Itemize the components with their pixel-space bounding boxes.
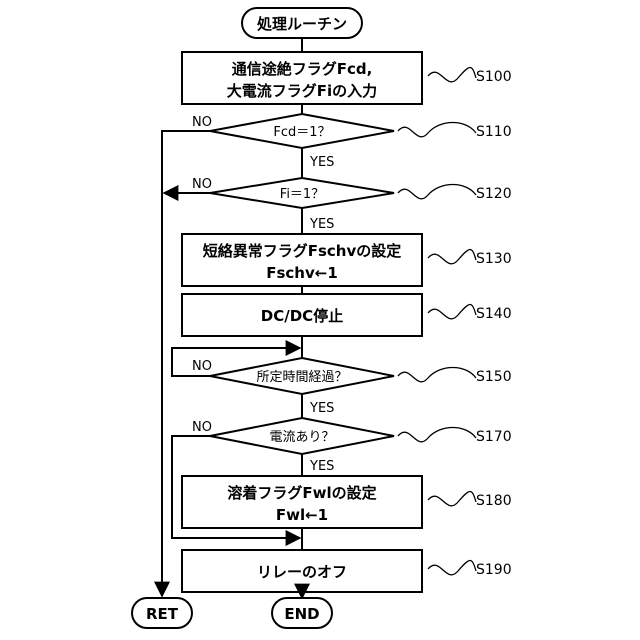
ret-label: RET	[146, 605, 179, 623]
leader-s170	[398, 428, 476, 442]
s100-line1: 通信途絶フラグFcd,	[232, 60, 373, 78]
s100-step-label: S100	[476, 69, 512, 85]
decision-s120: Fi＝1？	[210, 178, 394, 208]
decision-s110: Fcd＝1？	[210, 114, 394, 148]
decision-s150: 所定時間経過？	[210, 358, 394, 394]
leader-s130	[428, 250, 476, 264]
s170-yes-label: YES	[309, 459, 334, 474]
s170-text: 電流あり？	[269, 430, 334, 445]
s120-yes-label: YES	[309, 217, 334, 232]
s120-text: Fi＝1？	[280, 187, 324, 202]
s150-text: 所定時間経過？	[256, 370, 347, 385]
s110-yes-label: YES	[309, 155, 334, 170]
s190-text: リレーのオフ	[257, 563, 347, 581]
leader-s110	[398, 123, 476, 137]
decision-s170: 電流あり？	[210, 418, 394, 454]
leader-s100	[428, 68, 476, 82]
process-s190: リレーのオフ	[182, 550, 422, 592]
s130-line2: Fschv←1	[266, 264, 338, 282]
s130-step-label: S130	[476, 251, 512, 267]
s120-no-label: NO	[192, 177, 212, 192]
process-s130: 短絡異常フラグFschvの設定 Fschv←1	[182, 234, 422, 286]
s140-step-label: S140	[476, 306, 512, 322]
s140-text: DC/DC停止	[261, 307, 343, 325]
leader-s120	[398, 185, 476, 199]
start-terminal: 処理ルーチン	[242, 8, 362, 38]
s100-line2: 大電流フラグFiの入力	[227, 82, 377, 100]
s180-step-label: S180	[476, 493, 512, 509]
s110-no-label: NO	[192, 115, 212, 130]
s150-step-label: S150	[476, 369, 512, 385]
s170-no-label: NO	[192, 420, 212, 435]
s130-line1: 短絡異常フラグFschvの設定	[203, 242, 402, 260]
end-label: END	[284, 605, 319, 623]
process-s100: 通信途絶フラグFcd, 大電流フラグFiの入力	[182, 52, 422, 104]
s180-line1: 溶着フラグFwlの設定	[227, 484, 376, 502]
s110-step-label: S110	[476, 124, 512, 140]
process-s140: DC/DC停止	[182, 294, 422, 336]
leader-s140	[428, 305, 476, 319]
ret-terminal: RET	[132, 598, 192, 628]
leader-s150	[398, 368, 476, 382]
s190-step-label: S190	[476, 562, 512, 578]
s120-step-label: S120	[476, 186, 512, 202]
leader-s180	[428, 492, 476, 506]
s180-line2: Fwl←1	[276, 506, 328, 524]
s150-yes-label: YES	[309, 401, 334, 416]
process-s180: 溶着フラグFwlの設定 Fwl←1	[182, 476, 422, 528]
leader-s190	[428, 561, 476, 575]
start-label: 処理ルーチン	[256, 15, 347, 33]
s150-no-label: NO	[192, 359, 212, 374]
s110-text: Fcd＝1？	[273, 125, 330, 140]
s170-step-label: S170	[476, 429, 512, 445]
end-terminal: END	[272, 598, 332, 628]
